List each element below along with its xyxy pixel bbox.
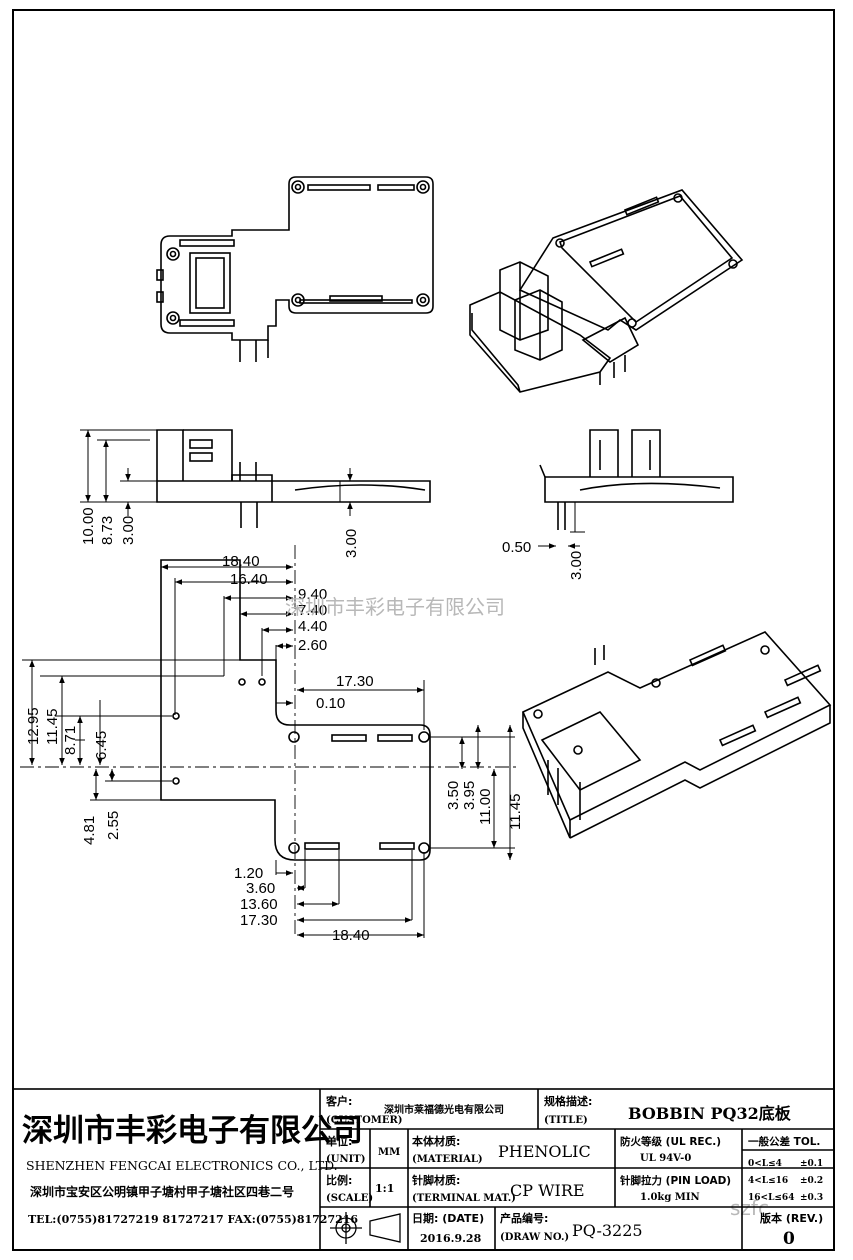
side-right-dim-labels: 0.50 3.00 — [502, 539, 585, 580]
dim-3-00-left: 3.00 — [120, 516, 137, 545]
dim-18-40-bottom: 18.40 — [332, 927, 370, 944]
tol-value-3: ±0.3 — [800, 1193, 823, 1203]
watermark-corner: szfc — [730, 1196, 769, 1220]
dim-4-81: 4.81 — [81, 816, 98, 845]
center-lines — [20, 545, 520, 935]
dim-2-55: 2.55 — [105, 811, 122, 840]
title-block-left: 深圳市丰彩电子有限公司 SHENZHEN FENGCAI ELECTRONICS… — [22, 1113, 363, 1226]
plan-dims — [22, 560, 515, 938]
dim-11-00: 11.00 — [477, 789, 494, 825]
unit-value: MM — [378, 1147, 400, 1158]
draw-no-label: 产品编号: — [500, 1211, 548, 1225]
side-right-dims — [538, 502, 585, 549]
scale-value: 1:1 — [375, 1182, 394, 1195]
plan-right-dim-labels: 3.50 3.95 11.00 11.45 — [445, 781, 524, 830]
title-block-grid — [12, 1088, 835, 1251]
terminal-label: 针脚材质: — [412, 1173, 460, 1187]
dim-3-00-right: 3.00 — [568, 551, 585, 580]
dim-12-95: 12.95 — [25, 707, 42, 745]
tol-range-3: 16<L≤64 — [748, 1193, 794, 1203]
date-label: 日期: (DATE) — [412, 1211, 484, 1225]
dim-3-60: 3.60 — [246, 880, 275, 897]
plan-bottom-dim-labels: 1.20 3.60 13.60 17.30 18.40 — [234, 865, 370, 944]
dim-0-50: 0.50 — [502, 539, 531, 556]
company-address: 深圳市宝安区公明镇甲子塘村甲子塘社区四巷二号 — [30, 1184, 294, 1199]
plan-left-dim-labels: 12.95 11.45 8.71 6.45 4.81 2.55 — [25, 707, 122, 845]
dim-1-20: 1.20 — [234, 865, 263, 882]
title-label-en: (TITLE) — [544, 1115, 588, 1126]
company-contact: TEL:(0755)81727219 81727217 FAX:(0755)81… — [28, 1213, 358, 1226]
side-view-left — [156, 429, 431, 528]
pin-load-label: 针脚拉力 (PIN LOAD) — [619, 1174, 731, 1187]
title-label: 规格描述: — [544, 1094, 592, 1108]
rev-value: 0 — [783, 1229, 795, 1249]
tol-value-2: ±0.2 — [800, 1176, 823, 1186]
dim-8-73: 8.73 — [99, 516, 116, 545]
side-left-dim-labels: 10.00 8.73 3.00 3.00 — [80, 507, 360, 558]
dim-9-40: 9.40 — [298, 586, 327, 603]
tol-range-2: 4<L≤16 — [748, 1176, 788, 1186]
tol-range-1: 0<L≤4 — [748, 1159, 782, 1169]
dim-3-50: 3.50 — [445, 781, 462, 810]
title-value: BOBBIN PQ32底板 — [628, 1104, 792, 1123]
title-block-right: 客户: (CUSTOMER) 深圳市莱福德光电有限公司 规格描述: (TITLE… — [325, 1094, 823, 1249]
customer-label: 客户: — [325, 1094, 352, 1108]
dim-11-45-left: 11.45 — [44, 709, 61, 745]
dim-10-00: 10.00 — [80, 507, 97, 545]
dim-11-45-right: 11.45 — [507, 794, 524, 830]
dim-18-40-top: 18.40 — [222, 553, 260, 570]
dim-7-40: 7.40 — [298, 602, 327, 619]
scale-label: 比例: — [326, 1173, 352, 1187]
scale-label-en: (SCALE) — [326, 1193, 373, 1204]
watermark-center: 深圳市丰彩电子有限公司 — [285, 595, 505, 619]
dim-17-30-bottom: 17.30 — [240, 912, 278, 929]
dim-6-45: 6.45 — [93, 731, 110, 760]
tol-label: 一般公差 TOL. — [748, 1135, 820, 1148]
top-view — [156, 176, 434, 362]
terminal-value: CP WIRE — [510, 1181, 585, 1200]
drawing-border — [12, 9, 835, 1251]
material-value: PHENOLIC — [498, 1142, 591, 1161]
dim-3-95: 3.95 — [461, 781, 478, 810]
dim-16-40: 16.40 — [230, 571, 268, 588]
draw-no-label-en: (DRAW NO.) — [500, 1232, 569, 1243]
pin-load-value: 1.0kg MIN — [640, 1192, 700, 1203]
side-view-right — [539, 429, 734, 530]
ul-label: 防火等级 (UL REC.) — [620, 1135, 721, 1148]
material-label: 本体材质: — [412, 1134, 460, 1148]
terminal-label-en: (TERMINAL MAT.) — [412, 1193, 516, 1204]
dim-0-10: 0.10 — [316, 695, 345, 712]
company-name-en: SHENZHEN FENGCAI ELECTRONICS CO., LTD. — [26, 1158, 338, 1173]
iso-view-bottom — [521, 631, 832, 839]
side-left-dims — [80, 429, 353, 516]
dim-8-71: 8.71 — [62, 726, 79, 755]
customer-value: 深圳市莱福德光电有限公司 — [384, 1103, 504, 1116]
ul-value: UL 94V-0 — [640, 1153, 691, 1164]
company-name-cn: 深圳市丰彩电子有限公司 — [22, 1113, 363, 1149]
dim-3-00-mid: 3.00 — [343, 529, 360, 558]
plan-top-dim-labels: 18.40 16.40 9.40 7.40 4.40 2.60 17.30 0.… — [222, 553, 374, 712]
iso-view-top — [469, 189, 744, 393]
unit-label-en: (UNIT) — [326, 1154, 365, 1165]
draw-no-value: PQ-3225 — [572, 1221, 643, 1240]
dim-2-60: 2.60 — [298, 637, 327, 654]
unit-label: 单位: — [326, 1134, 352, 1148]
dim-13-60: 13.60 — [240, 896, 278, 913]
tol-value-1: ±0.1 — [800, 1159, 823, 1169]
dim-4-40: 4.40 — [298, 618, 327, 635]
material-label-en: (MATERIAL) — [412, 1154, 483, 1165]
dim-17-30-top: 17.30 — [336, 673, 374, 690]
customer-label-en: (CUSTOMER) — [326, 1115, 403, 1126]
date-value: 2016.9.28 — [420, 1232, 482, 1245]
rev-label: 版本 (REV.) — [760, 1211, 823, 1225]
projection-symbol-icon — [330, 1212, 401, 1244]
